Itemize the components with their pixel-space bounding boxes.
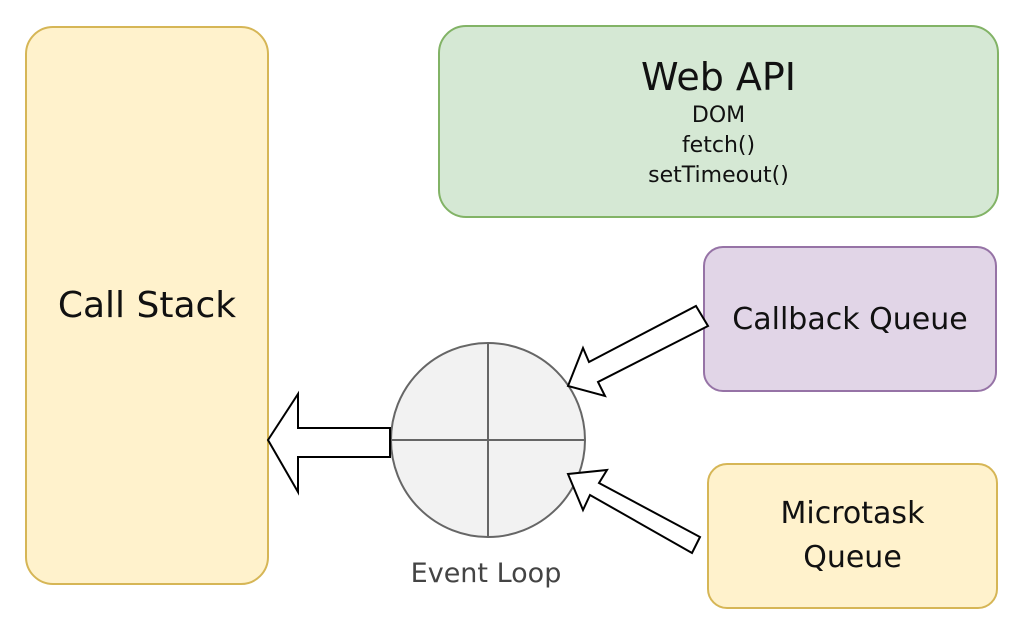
web-api-box: Web API DOM fetch() setTimeout() <box>438 25 999 218</box>
microtask-queue-box: Microtask Queue <box>707 463 998 609</box>
call-stack-box: Call Stack <box>25 26 269 585</box>
web-api-item-settimeout: setTimeout() <box>648 162 789 188</box>
callback-queue-label: Callback Queue <box>732 301 968 337</box>
arrow-to-call-stack <box>266 390 391 496</box>
arrow-from-callback-queue <box>566 304 710 398</box>
web-api-item-dom: DOM <box>691 102 746 128</box>
call-stack-label: Call Stack <box>57 285 237 326</box>
event-loop-icon <box>390 342 586 538</box>
web-api-item-fetch: fetch() <box>681 132 756 158</box>
microtask-queue-label-line2: Queue <box>803 540 902 575</box>
event-loop-label: Event Loop <box>410 558 562 589</box>
microtask-queue-label-line1: Microtask <box>780 496 925 531</box>
callback-queue-box: Callback Queue <box>703 246 997 392</box>
web-api-title: Web API <box>640 54 797 99</box>
arrow-from-microtask-queue <box>566 468 702 555</box>
